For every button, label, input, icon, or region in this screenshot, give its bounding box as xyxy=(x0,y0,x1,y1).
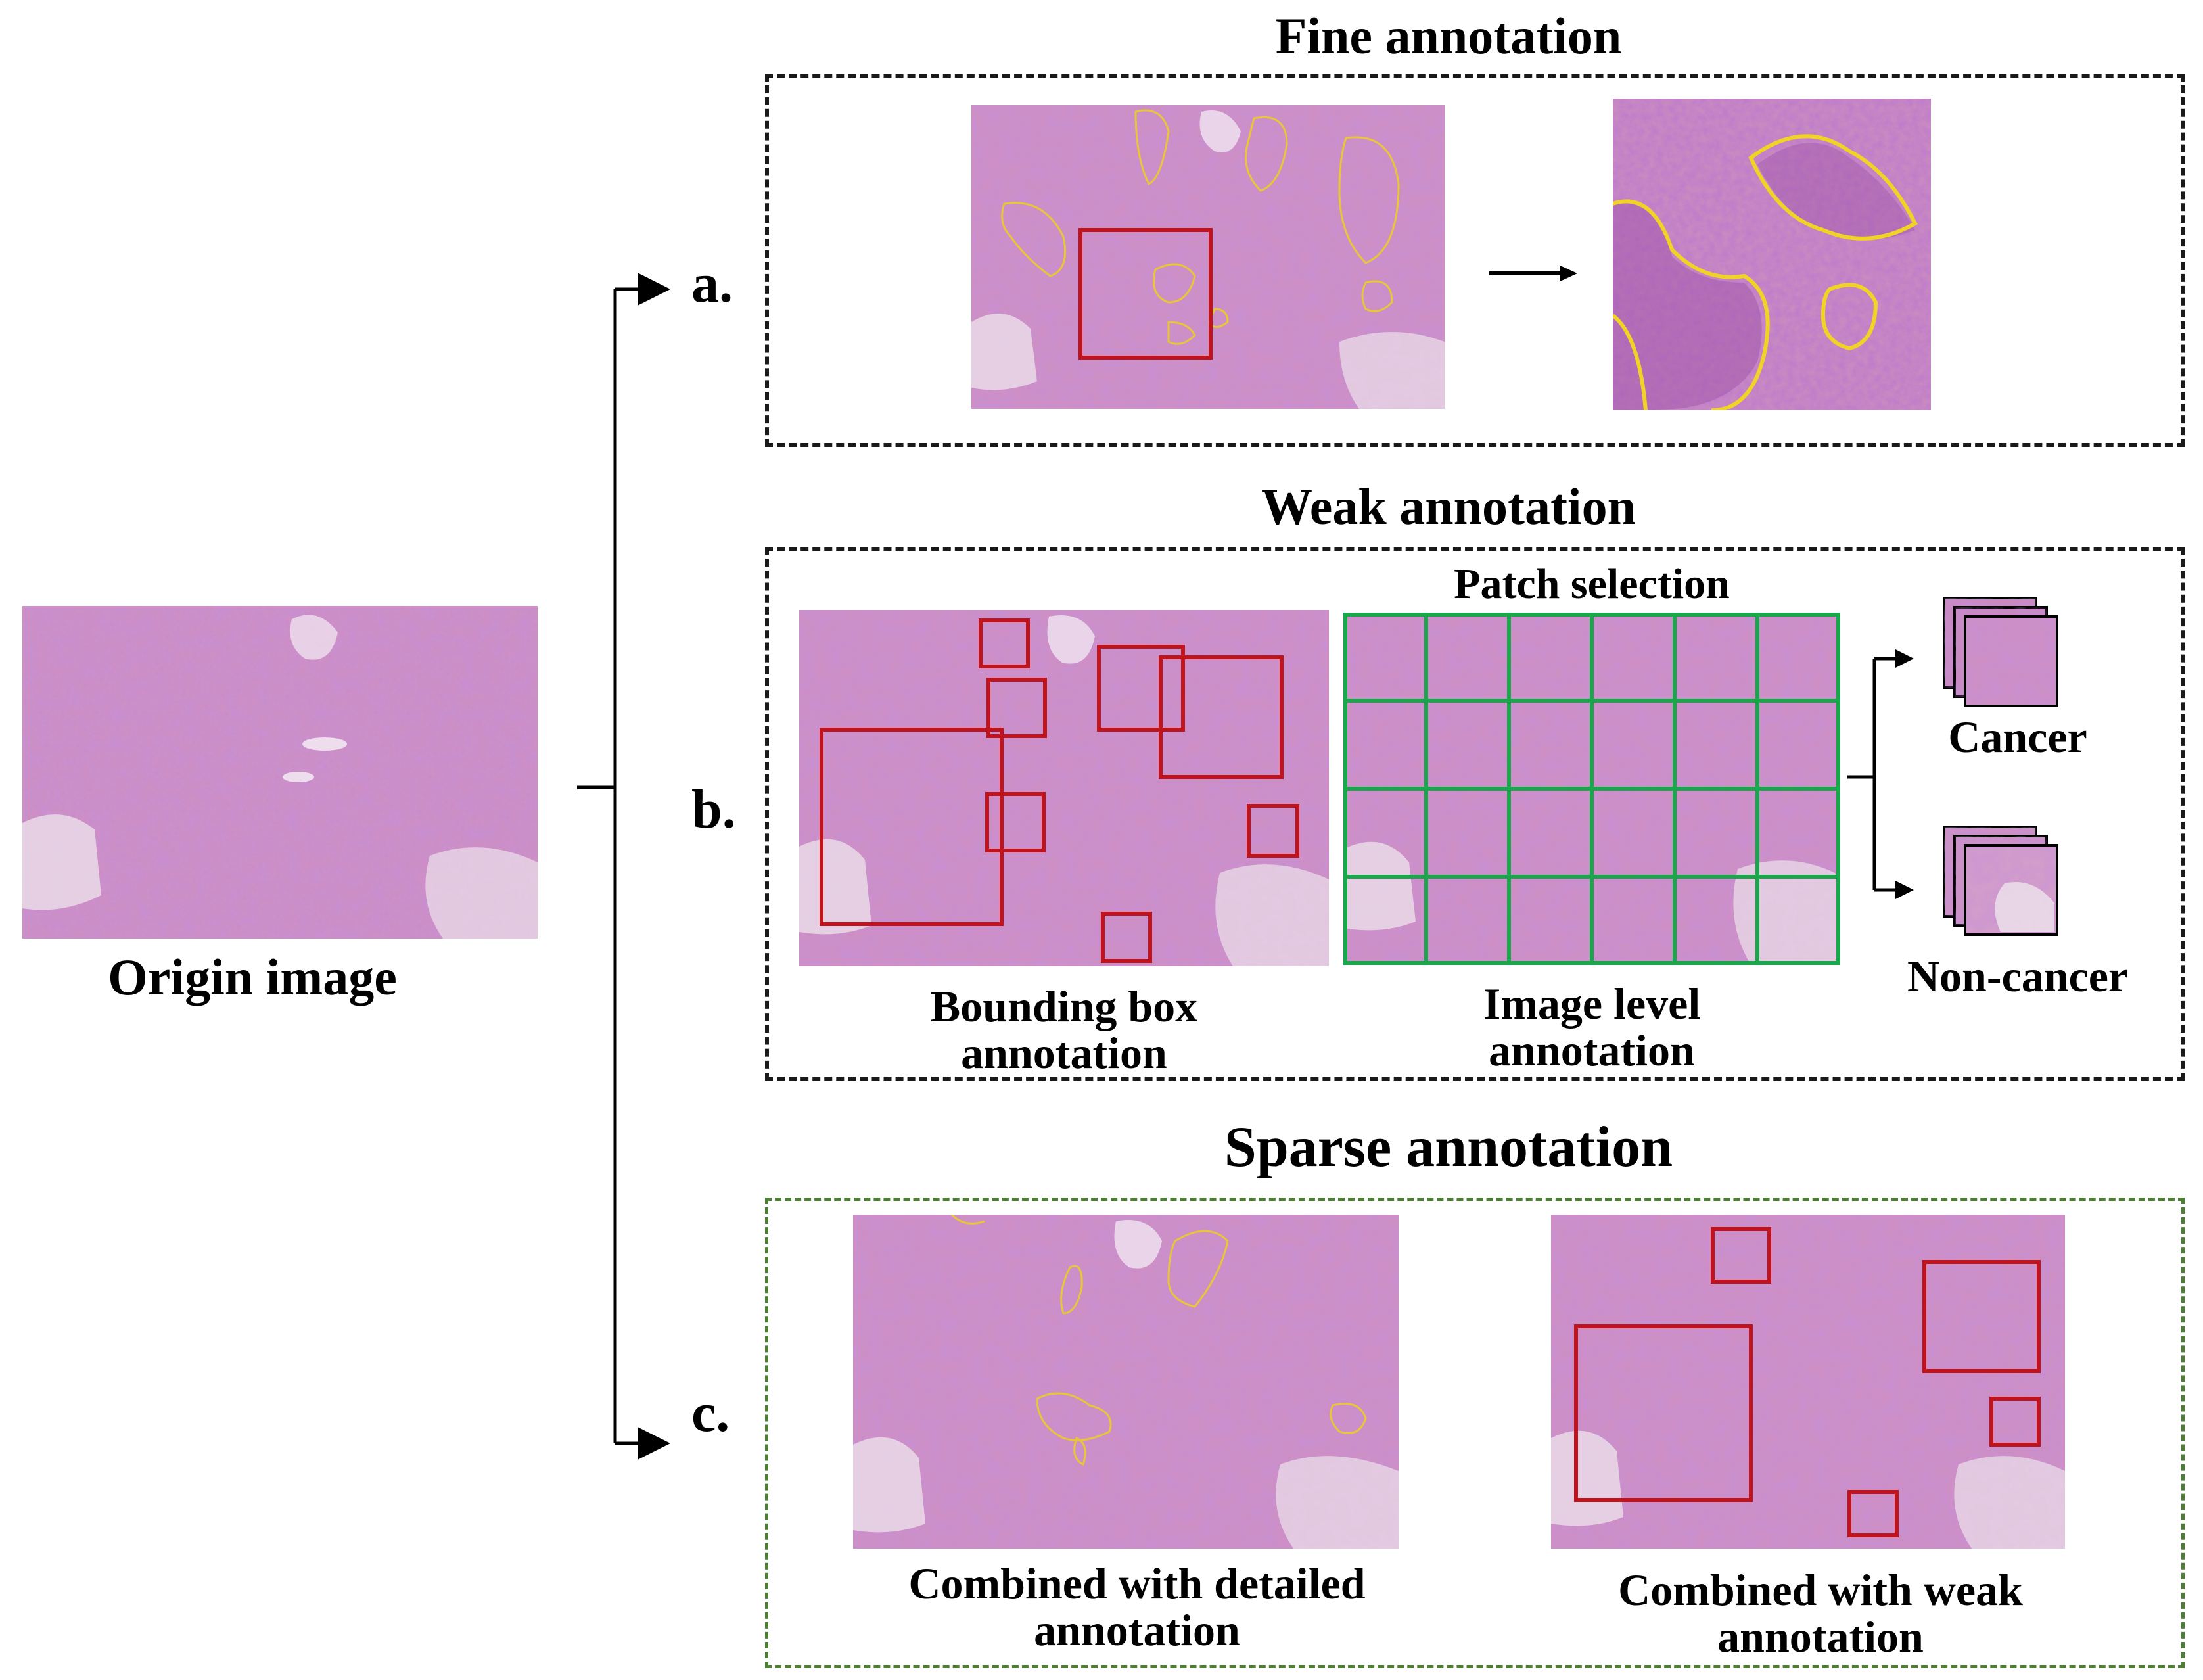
bbox-4 xyxy=(1159,655,1284,779)
sparse-bbox-5 xyxy=(1847,1490,1899,1537)
bbox-3 xyxy=(1097,645,1185,732)
sparse-weak-image xyxy=(1551,1215,2065,1549)
sparse-bbox-3 xyxy=(1574,1324,1753,1502)
sparse-detailed-caption-line2: annotation xyxy=(1034,1605,1240,1656)
bbox-5 xyxy=(820,728,1004,926)
bbox-8 xyxy=(1101,912,1152,963)
cancer-patch-stack xyxy=(1943,597,2058,707)
sparse-weak-caption-line2: annotation xyxy=(1717,1612,1924,1662)
sparse-detailed-image xyxy=(853,1215,1399,1549)
bbox-caption: Bounding box annotation xyxy=(799,983,1329,1077)
sparse-weak-caption: Combined with weak annotation xyxy=(1525,1565,2116,1662)
branch-label-b: b. xyxy=(691,779,736,840)
fine-zoom-box xyxy=(1078,228,1213,360)
image-level-caption-line1: Image level xyxy=(1483,979,1701,1029)
weak-bbox-image xyxy=(799,610,1329,966)
bbox-caption-line2: annotation xyxy=(961,1028,1167,1079)
bbox-1 xyxy=(979,618,1030,668)
fine-title: Fine annotation xyxy=(1275,7,1622,64)
sparse-detailed-caption-line1: Combined with detailed xyxy=(908,1558,1366,1608)
weak-patch-grid-image xyxy=(1343,613,1840,965)
sparse-bbox-4 xyxy=(1989,1397,2041,1447)
sparse-bbox-1 xyxy=(1711,1227,1771,1284)
sparse-bbox-2 xyxy=(1922,1260,2041,1373)
fine-zoom-image xyxy=(1613,99,1931,410)
noncancer-patch-stack xyxy=(1943,826,2058,936)
bbox-caption-line1: Bounding box xyxy=(930,981,1198,1031)
sparse-panel xyxy=(765,1198,2185,1668)
bbox-7 xyxy=(1247,804,1299,858)
zoom-arrow xyxy=(1489,266,1577,281)
branch-label-a: a. xyxy=(691,253,733,314)
sparse-weak-caption-line1: Combined with weak xyxy=(1618,1565,2023,1615)
fine-panel xyxy=(765,74,2185,447)
class-split-arrows xyxy=(1847,649,1914,899)
bbox-6 xyxy=(985,792,1046,852)
patch-grid xyxy=(1343,613,1840,965)
class-cancer-label: Cancer xyxy=(1948,712,2087,762)
origin-caption: Origin image xyxy=(108,948,397,1006)
image-level-caption-line2: annotation xyxy=(1489,1025,1695,1076)
sparse-detailed-caption: Combined with detailed annotation xyxy=(822,1560,1452,1654)
weak-panel xyxy=(765,547,2185,1081)
fine-overview-image xyxy=(971,105,1445,409)
class-noncancer-label: Non-cancer xyxy=(1907,951,2129,1001)
image-level-caption: Image level annotation xyxy=(1343,979,1840,1076)
branch-label-c: c. xyxy=(691,1382,730,1443)
weak-title: Weak annotation xyxy=(1261,478,1636,535)
origin-image xyxy=(22,606,538,939)
patch-selection-title: Patch selection xyxy=(1454,560,1730,608)
sparse-title: Sparse annotation xyxy=(1224,1115,1673,1179)
bbox-2 xyxy=(986,678,1047,738)
